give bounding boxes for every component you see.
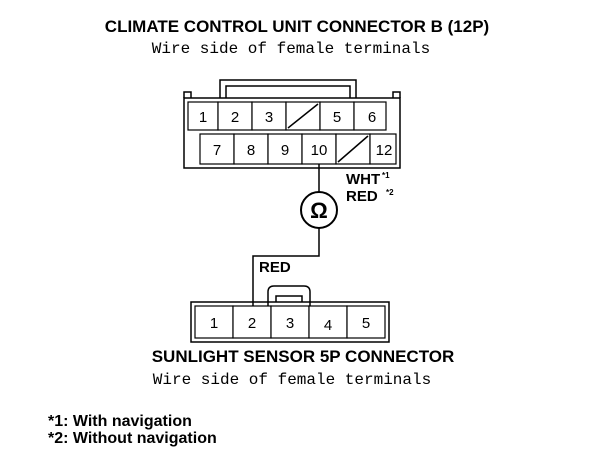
wire-label-wht: WHT [346, 171, 380, 188]
connector-b-cell-9 [267, 133, 303, 165]
pin-label: 5 [333, 109, 341, 126]
connector-b-cell-6 [353, 101, 387, 131]
sensor-cell-5 [346, 305, 386, 339]
connector-b-row1: 1 2 3 5 6 [187, 101, 387, 131]
sunlight-sensor-connector: 1 2 3 4 5 [190, 285, 390, 343]
pin-label: 2 [248, 315, 256, 332]
pin-label: 3 [265, 109, 273, 126]
connector-b-cell-1 [187, 101, 219, 131]
wire-label-red-ref: *2 [386, 188, 394, 197]
connector-b-empty-slash-4 [287, 103, 319, 129]
connector-b-cell-7 [199, 133, 235, 165]
pin-label: 10 [311, 142, 328, 159]
note-1: *1: With navigation [48, 413, 192, 430]
pin-label: 3 [286, 315, 294, 332]
connector-b-row2: 7 8 9 10 12 [199, 133, 397, 165]
sensor-cell-2 [232, 305, 272, 339]
note-2: *2: Without navigation [48, 430, 217, 447]
ohmmeter-icon: Ω [300, 191, 338, 229]
connector-b-subtitle: Wire side of female terminals [152, 40, 430, 58]
pin-label: 8 [247, 142, 255, 159]
ohm-symbol: Ω [310, 198, 328, 223]
sensor-title: SUNLIGHT SENSOR 5P CONNECTOR [152, 347, 455, 366]
sensor-cell-3 [270, 305, 310, 339]
pin-label: 5 [362, 315, 370, 332]
connector-b-empty-slash-11 [337, 135, 369, 163]
wire-label-red: RED [346, 188, 378, 205]
sensor-cell-1 [194, 305, 234, 339]
pin-label: 2 [231, 109, 239, 126]
connector-b-cell-8 [233, 133, 269, 165]
wire-meter-to-sensor [252, 228, 320, 308]
pin-label: 6 [368, 109, 376, 126]
wire-label-wht-ref: *1 [382, 171, 390, 180]
pin-label: 7 [213, 142, 221, 159]
pin-label: 4 [324, 317, 332, 334]
connector-b-cell-12 [369, 133, 397, 165]
connector-b: 1 2 3 5 6 7 8 9 10 12 [183, 79, 401, 169]
pin-label: 1 [199, 109, 207, 126]
sensor-wire-label-red: RED [259, 259, 291, 276]
pin-label: 1 [210, 315, 218, 332]
sensor-subtitle: Wire side of female terminals [153, 371, 431, 389]
pin-label: 9 [281, 142, 289, 159]
connector-b-title: CLIMATE CONTROL UNIT CONNECTOR B (12P) [105, 17, 489, 36]
sensor-cell-4 [308, 305, 348, 339]
connector-b-cell-2 [217, 101, 253, 131]
pin-label: 12 [376, 142, 393, 159]
